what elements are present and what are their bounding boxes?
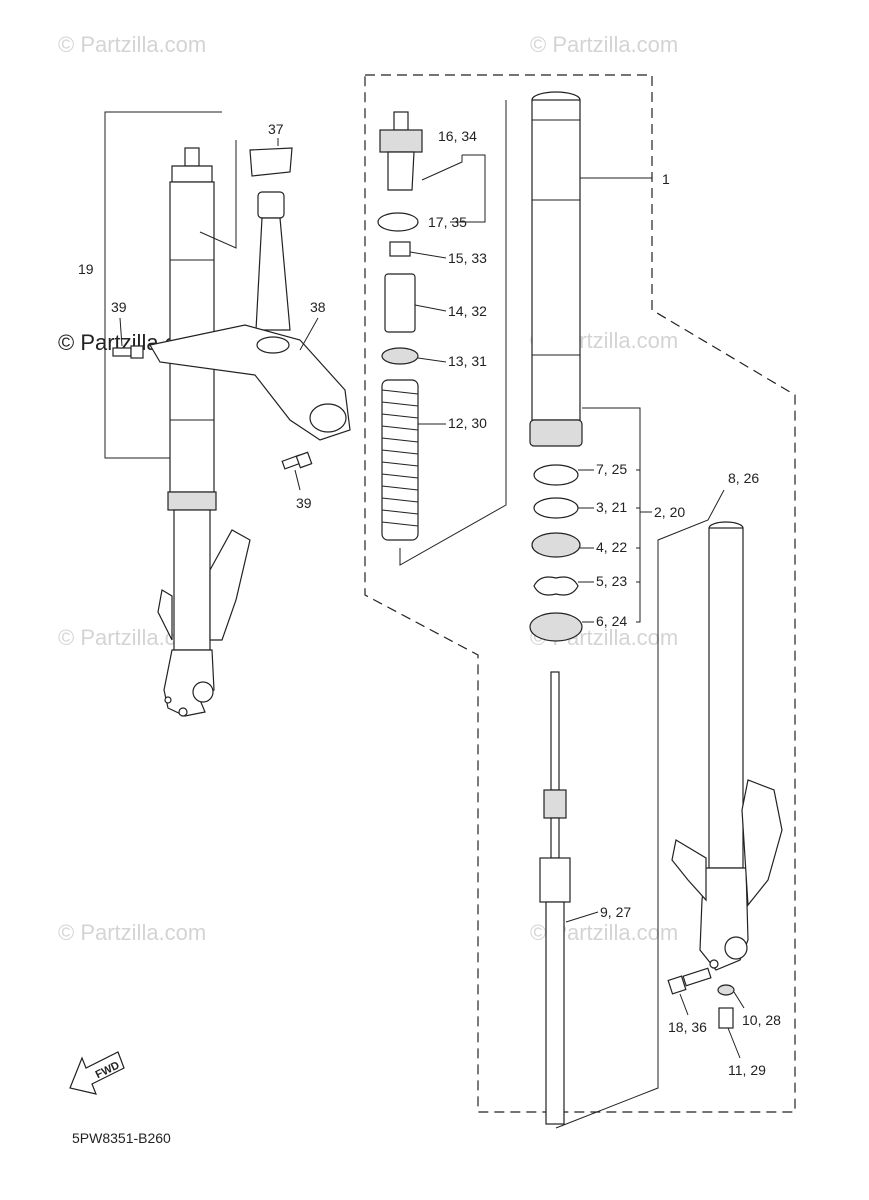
axle-pinch-bolt <box>667 967 712 995</box>
bolt <box>112 345 144 359</box>
caliper-mount <box>209 529 251 641</box>
caliper-mount <box>671 839 707 902</box>
oil-seal-ring <box>167 491 217 511</box>
outer-tube <box>531 99 581 421</box>
damper-rod <box>539 489 725 1129</box>
callout-6-24: 6, 24 <box>596 613 627 629</box>
inner-parts-boundary <box>364 74 796 1113</box>
callout-12-30: 12, 30 <box>448 415 487 431</box>
diagram-code: 5PW8351-B260 <box>72 1130 171 1146</box>
watermark-group: © Partzilla.com © Partzilla.com © Partzi… <box>58 32 678 945</box>
leader-line <box>104 111 222 459</box>
callout-1: 1 <box>662 171 670 187</box>
callout-9-27: 9, 27 <box>600 904 631 920</box>
caliper-mount <box>157 589 173 641</box>
drain-bolt <box>718 1007 734 1029</box>
steering-stem <box>255 217 291 331</box>
spacer-tube <box>384 273 416 333</box>
callout-8-26: 8, 26 <box>728 470 759 486</box>
callout-18-36: 18, 36 <box>668 1019 707 1035</box>
callout-4-22: 4, 22 <box>596 539 627 555</box>
under-bracket <box>149 324 351 441</box>
adjuster-bolt <box>393 111 409 131</box>
fork-cap-bolt <box>184 147 200 167</box>
fork-cap <box>171 165 213 183</box>
slide-bushing <box>533 464 579 486</box>
washer <box>533 497 579 519</box>
watermark-text: © Partzilla.com <box>530 32 678 57</box>
callout-39: 39 <box>111 299 127 315</box>
outer-tube-bottom <box>529 419 583 447</box>
callout-5-23: 5, 23 <box>596 573 627 589</box>
inner-tube-assembly <box>667 521 783 1059</box>
inner-tube <box>173 509 211 651</box>
o-ring <box>377 212 419 232</box>
steering-stem-top <box>257 191 285 219</box>
fwd-arrow: FWD <box>69 1051 125 1095</box>
callout-2-20: 2, 20 <box>654 504 685 520</box>
inner-tube <box>708 527 744 869</box>
outer-tube-assembly <box>529 91 652 642</box>
callout-37: 37 <box>268 121 284 137</box>
bolt <box>281 451 313 470</box>
oil-seal <box>531 532 581 558</box>
callout-13-31: 13, 31 <box>448 353 487 369</box>
internal-parts <box>377 100 507 566</box>
spring-seat <box>381 347 419 365</box>
callout-39: 39 <box>296 495 312 511</box>
nut <box>389 241 411 257</box>
stopper-ring <box>533 576 579 596</box>
callout-10-28: 10, 28 <box>742 1012 781 1028</box>
watermark-text: © Partzilla.com <box>58 920 206 945</box>
callout-16-34: 16, 34 <box>438 128 477 144</box>
arrow-left-icon <box>69 1051 125 1095</box>
callout-17-35: 17, 35 <box>428 214 467 230</box>
callout-11-29: 11, 29 <box>728 1062 766 1078</box>
callout-14-32: 14, 32 <box>448 303 487 319</box>
washer <box>717 984 735 996</box>
callout-labels: 1 2, 20 3, 21 4, 22 5, 23 6, 24 7, 25 8,… <box>78 121 781 1078</box>
dust-seal <box>529 612 583 642</box>
watermark-text: © Partzilla.com <box>58 32 206 57</box>
adjuster-cap <box>379 129 423 153</box>
caliper-mount <box>741 779 783 907</box>
axle-bracket <box>163 649 215 717</box>
fork-spring <box>381 379 419 541</box>
callout-3-21: 3, 21 <box>596 499 627 515</box>
callout-38: 38 <box>310 299 326 315</box>
callout-19: 19 <box>78 261 94 277</box>
callout-15-33: 15, 33 <box>448 250 487 266</box>
cable-band <box>249 147 293 177</box>
callout-7-25: 7, 25 <box>596 461 627 477</box>
assembled-fork <box>104 111 351 717</box>
